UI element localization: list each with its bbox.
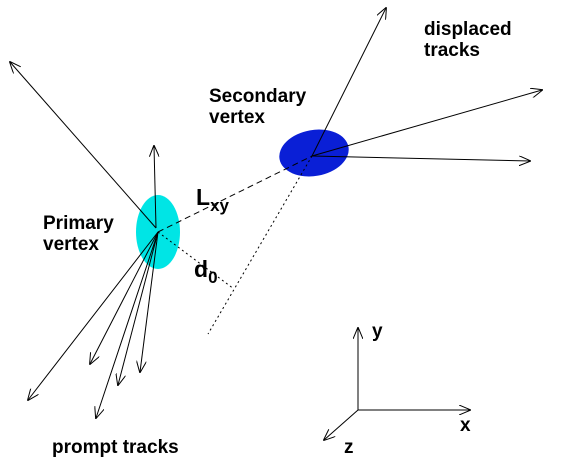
lxy-main: L: [196, 184, 211, 211]
lxy-subscript: xy: [210, 196, 229, 216]
track-line: [10, 62, 157, 229]
track-line: [154, 146, 156, 229]
displaced-tracks: [311, 8, 542, 161]
prompt-tracks-label: prompt tracks: [52, 437, 179, 458]
displaced-track-line: [311, 90, 542, 157]
displaced-track-line: [311, 155, 530, 161]
primary-upward-tracks: [10, 62, 157, 229]
prompt-track-line: [140, 231, 159, 372]
primary-vertex-label: Primary vertex: [43, 213, 114, 255]
secondary-vertex-label: Secondary vertex: [209, 86, 307, 128]
d0-main: d: [194, 256, 209, 283]
d0-subscript: 0: [208, 268, 218, 288]
backward-extrapolation-dotted: [207, 155, 313, 335]
axis-y-label: y: [372, 321, 383, 342]
prompt-track-line: [118, 231, 159, 385]
displaced-tracks-label: displaced tracks: [424, 19, 512, 61]
prompt-track-line: [96, 231, 159, 418]
d0-perpendicular-dotted: [157, 231, 235, 290]
d0-label: d0: [194, 232, 218, 288]
prompt-tracks: [28, 231, 159, 418]
displaced-track-line: [311, 8, 386, 157]
coordinate-axes: [324, 328, 470, 440]
prompt-track-line: [28, 231, 159, 400]
impact-parameter-lines: [157, 155, 313, 335]
prompt-track-line: [90, 231, 159, 364]
lxy-label: Lxy: [196, 160, 229, 216]
axis-x-label: x: [460, 415, 471, 436]
z-axis-line: [324, 409, 359, 440]
axis-z-label: z: [344, 437, 354, 458]
lxy-dashed-line: [157, 155, 313, 233]
